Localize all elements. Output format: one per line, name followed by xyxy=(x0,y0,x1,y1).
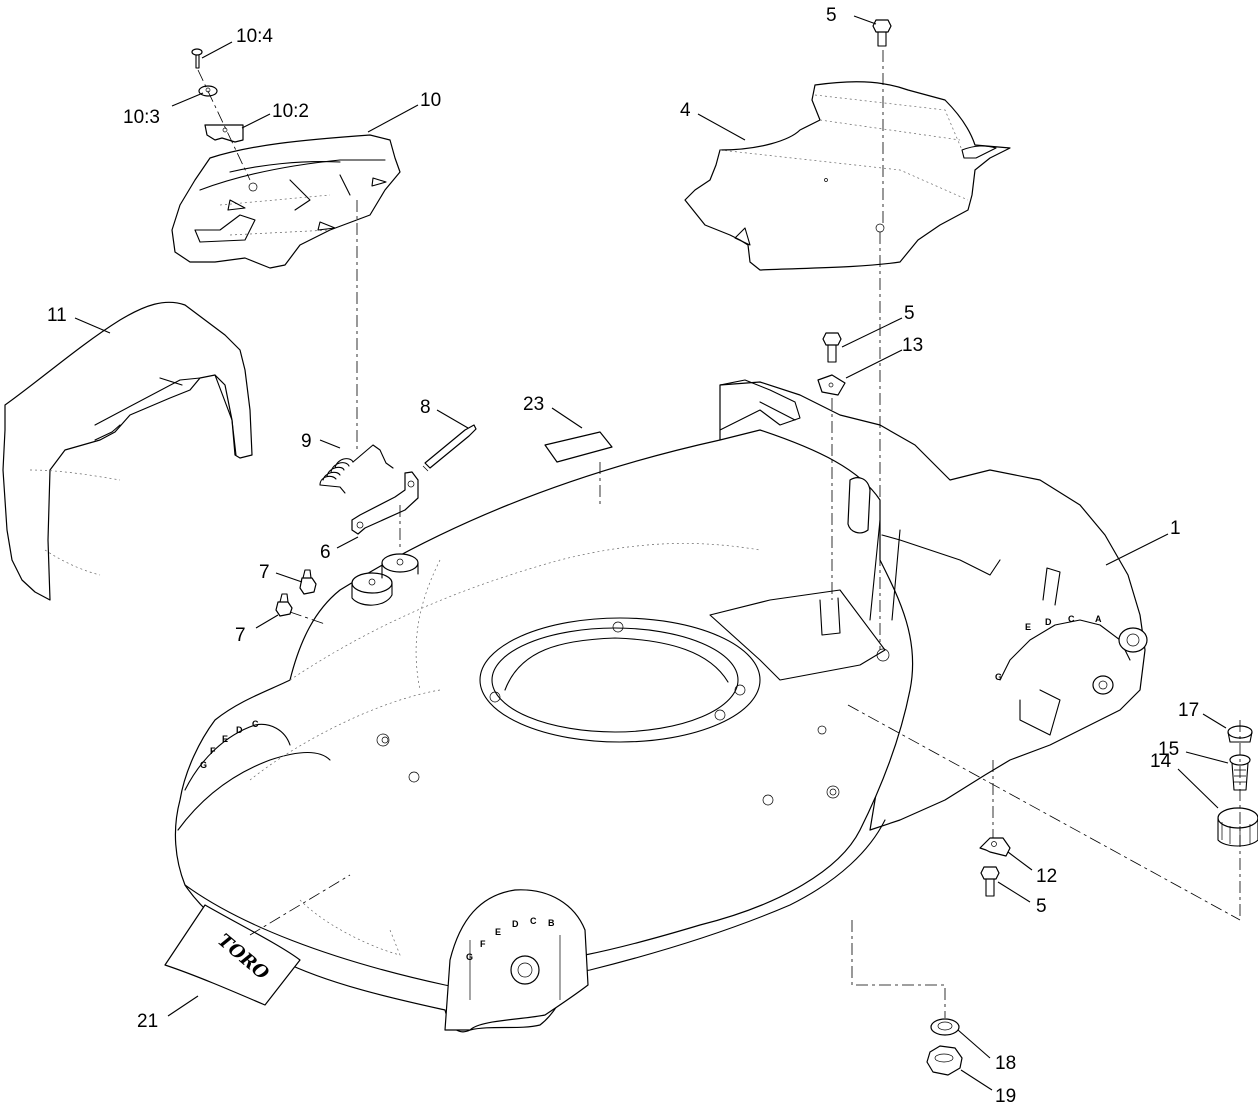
callout-5-mid: 5 xyxy=(904,303,915,324)
rear-cover-assembly xyxy=(171,134,401,269)
leader-1 xyxy=(1105,533,1169,566)
callout-10-3: 10:3 xyxy=(123,107,160,128)
decal-23 xyxy=(544,431,613,463)
leader-5-mid xyxy=(841,317,903,348)
leader-4 xyxy=(697,113,746,141)
callout-14: 14 xyxy=(1150,751,1172,772)
leader-10 xyxy=(367,104,419,133)
callout-7a: 7 xyxy=(259,562,270,583)
latch-bracket-10-2 xyxy=(204,124,244,143)
callout-15: 15 xyxy=(1158,739,1179,760)
bolt-7-upper xyxy=(299,569,317,595)
leader-lines xyxy=(74,15,1229,1091)
leader-7a xyxy=(275,572,303,583)
callout-10: 10 xyxy=(420,90,441,111)
scale-front-1: F xyxy=(480,939,486,949)
callout-12: 12 xyxy=(1036,866,1057,887)
bolt-5-top xyxy=(872,19,892,47)
callout-7b: 7 xyxy=(235,625,246,646)
torsion-spring xyxy=(319,444,394,494)
scale-left-4: C xyxy=(252,719,259,729)
assembly-line-21 xyxy=(249,874,351,936)
scale-right-4: G xyxy=(995,672,1002,682)
scale-right-3: A xyxy=(1095,614,1102,624)
callout-13: 13 xyxy=(902,335,923,356)
leader-5-top xyxy=(853,15,877,25)
bolt-5-low xyxy=(980,866,1000,897)
toro-decal-21: TORO xyxy=(164,904,301,1006)
assembly-line-10 xyxy=(197,69,251,181)
leader-10-2 xyxy=(241,113,271,129)
scale-right-0: E xyxy=(1025,622,1031,632)
mower-deck: G F E D C G F E D C B E D C A G xyxy=(174,379,1148,1033)
height-scale-left: G F E D C xyxy=(200,719,259,770)
callout-10-2: 10:2 xyxy=(272,101,309,122)
leader-15 xyxy=(1185,751,1229,764)
pivot-rod xyxy=(422,424,477,472)
washer-18 xyxy=(930,1018,960,1036)
leader-12 xyxy=(1007,851,1033,871)
leader-19 xyxy=(960,1069,993,1091)
leader-10-4 xyxy=(201,41,233,59)
callout-5-low: 5 xyxy=(1036,896,1047,917)
leader-14 xyxy=(1177,768,1219,809)
nut-19 xyxy=(926,1045,963,1076)
scale-left-2: E xyxy=(222,734,228,744)
scale-front-5: B xyxy=(548,918,555,928)
assembly-line-axle xyxy=(847,704,1241,921)
callout-10-4: 10:4 xyxy=(236,26,273,47)
leader-10-3 xyxy=(171,92,204,107)
callout-11: 11 xyxy=(47,305,67,326)
callout-1: 1 xyxy=(1170,518,1181,539)
bolt-5-mid xyxy=(822,332,842,363)
assembly-line-7 xyxy=(289,611,326,625)
leader-18 xyxy=(957,1029,991,1059)
scale-right-1: D xyxy=(1045,617,1052,627)
rear-flap xyxy=(2,301,253,601)
scale-left-0: G xyxy=(200,760,207,770)
scale-left-3: D xyxy=(236,725,243,735)
callout-21: 21 xyxy=(137,1011,158,1032)
leader-23 xyxy=(551,407,583,429)
scale-right-2: C xyxy=(1068,614,1075,624)
callout-9: 9 xyxy=(301,431,312,452)
scale-left-1: F xyxy=(210,746,216,756)
callout-19: 19 xyxy=(995,1086,1016,1107)
bracket-12 xyxy=(979,837,1011,857)
callout-labels: 10:4 10:3 10:2 10 11 9 8 23 6 7 7 5 4 5 … xyxy=(47,5,1199,1107)
leader-8 xyxy=(436,409,469,429)
leader-17 xyxy=(1202,713,1227,729)
hub-14 xyxy=(1217,807,1258,847)
callout-4: 4 xyxy=(680,100,691,121)
leader-21 xyxy=(167,995,199,1017)
scale-front-2: E xyxy=(495,927,501,937)
leader-6 xyxy=(336,536,359,549)
engine-shield xyxy=(684,81,1011,271)
callout-17: 17 xyxy=(1178,700,1199,721)
height-scale-right: E D C A G xyxy=(995,614,1102,682)
scale-front-3: D xyxy=(512,919,519,929)
height-scale-front: G F E D C B xyxy=(466,916,555,962)
leader-11 xyxy=(74,317,111,334)
callout-23: 23 xyxy=(523,394,544,415)
callout-6: 6 xyxy=(320,542,331,563)
assembly-line-18 xyxy=(851,920,946,1018)
callout-5-top: 5 xyxy=(826,5,837,26)
leader-5-low xyxy=(997,881,1031,903)
leader-7b xyxy=(255,614,279,629)
scale-front-4: C xyxy=(530,916,537,926)
leader-9 xyxy=(319,439,341,449)
handle-latch-plate xyxy=(351,471,419,535)
leader-13 xyxy=(845,349,903,379)
callout-18: 18 xyxy=(995,1053,1016,1074)
scale-front-0: G xyxy=(466,952,473,962)
screw-10-4 xyxy=(191,48,203,69)
speed-nut-13 xyxy=(817,374,846,396)
bolt-7-lower xyxy=(275,593,293,617)
callout-8: 8 xyxy=(420,397,431,418)
